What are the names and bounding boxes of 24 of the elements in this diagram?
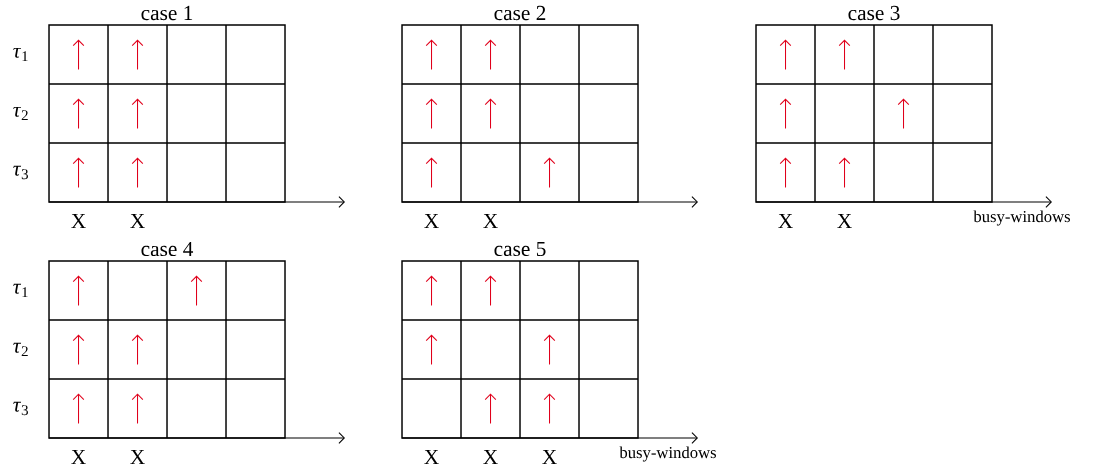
column-label: X (424, 450, 439, 464)
row-label: τ$_{3}$ (13, 401, 28, 416)
panel-title: case 1 (141, 5, 193, 21)
column-label: X (483, 450, 498, 464)
axis-label: busy-windows (619, 446, 716, 462)
row-label: τ$_{2}$ (13, 106, 28, 121)
column-label: X (424, 214, 439, 228)
row-label: τ$_{1}$ (13, 47, 28, 62)
row-label: τ$_{2}$ (13, 342, 28, 357)
column-label: X (542, 450, 557, 464)
axis-label: busy-windows (973, 210, 1070, 226)
column-label: X (778, 214, 793, 228)
column-label: X (71, 450, 86, 464)
panel-title: case 3 (848, 5, 900, 21)
column-label: X (130, 214, 145, 228)
panel-title: case 2 (494, 5, 546, 21)
column-label: X (71, 214, 86, 228)
row-label: τ$_{1}$ (13, 283, 28, 298)
column-label: X (483, 214, 498, 228)
row-label: τ$_{3}$ (13, 165, 28, 180)
column-label: X (130, 450, 145, 464)
panel-title: case 4 (141, 241, 194, 257)
column-label: X (837, 214, 852, 228)
panel-title: case 5 (494, 241, 546, 257)
